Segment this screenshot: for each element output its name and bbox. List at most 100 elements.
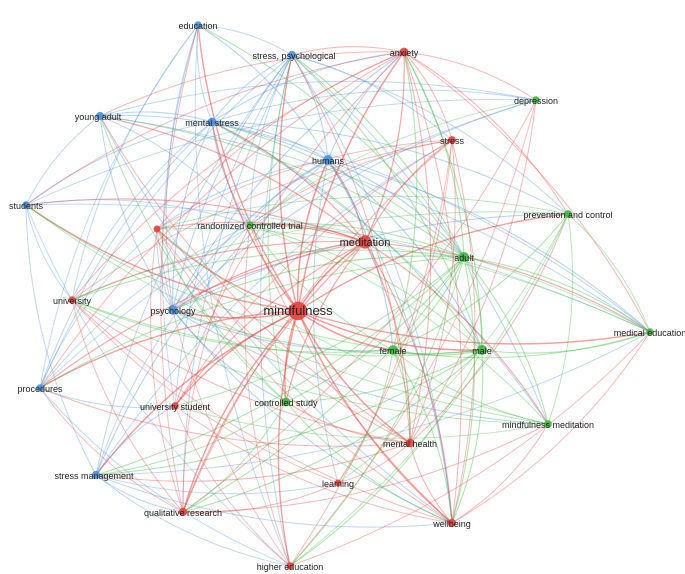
network-edge	[364, 139, 453, 243]
network-edge	[95, 349, 483, 476]
network-edge	[99, 114, 329, 161]
network-edge	[409, 442, 453, 524]
network-edge	[39, 387, 184, 513]
network-edge	[291, 54, 453, 524]
node-mm-meditation[interactable]	[544, 420, 552, 428]
node-qual-research[interactable]	[178, 507, 188, 517]
node-rct[interactable]	[246, 221, 254, 229]
node-young-adult[interactable]	[95, 111, 105, 121]
network-edge	[297, 213, 569, 312]
network-edge	[267, 54, 293, 403]
network-edge	[451, 331, 651, 524]
network-edge	[392, 349, 549, 425]
node-wellbeing[interactable]	[447, 518, 457, 528]
network-edge	[39, 99, 537, 389]
node-mental-health[interactable]	[405, 438, 415, 448]
node-male[interactable]	[477, 345, 487, 355]
network-edge	[172, 309, 394, 352]
label-stress: stress	[440, 136, 465, 146]
network-edge	[99, 115, 651, 333]
node-stress-psych[interactable]	[287, 50, 297, 60]
network-edge	[25, 204, 394, 351]
network-edge	[327, 159, 366, 243]
node-university[interactable]	[68, 296, 76, 304]
network-edge	[296, 159, 329, 312]
node-higher-ed[interactable]	[286, 562, 294, 570]
network-edge	[249, 159, 329, 226]
network-edge	[172, 99, 537, 311]
network-edge	[71, 299, 549, 425]
network-edge	[165, 24, 199, 311]
network-edge	[259, 54, 293, 567]
node-education[interactable]	[194, 21, 202, 29]
node-stress-mgmt[interactable]	[91, 470, 101, 480]
network-edge	[392, 349, 411, 444]
node-mental-stress[interactable]	[207, 117, 217, 127]
label-medical-ed: medical education	[614, 328, 685, 338]
network-edge	[172, 309, 549, 425]
network-edge	[174, 51, 405, 407]
network-edge	[337, 349, 394, 484]
network-edge	[25, 204, 97, 476]
network-edge	[249, 224, 483, 351]
node-procedures[interactable]	[36, 384, 44, 392]
node-univ-student[interactable]	[171, 402, 179, 410]
network-edge	[211, 121, 251, 226]
network-edge	[297, 51, 405, 312]
network-edge	[99, 115, 366, 243]
network-edge	[211, 51, 405, 123]
network-edge	[39, 241, 366, 389]
network-edge	[211, 54, 293, 123]
network-edge	[403, 51, 483, 351]
network-edge	[156, 228, 411, 444]
label-mental-health: mental health	[383, 439, 437, 449]
node-anxiety[interactable]	[399, 47, 409, 57]
label-anxiety: anxiety	[390, 48, 419, 58]
node-humans[interactable]	[323, 155, 333, 165]
network-edge	[392, 256, 465, 351]
node-prevention[interactable]	[564, 210, 572, 218]
network-edge	[409, 139, 456, 444]
node-medical-ed[interactable]	[646, 328, 654, 336]
network-edge	[463, 256, 483, 351]
network-edge	[71, 299, 394, 353]
network-edge	[71, 299, 339, 484]
network-edge	[327, 51, 405, 161]
network-edge	[99, 115, 453, 524]
network-edge	[25, 51, 405, 206]
network-edge	[392, 331, 651, 359]
network-edge	[71, 24, 199, 301]
node-learning[interactable]	[334, 479, 342, 487]
network-edge	[249, 139, 453, 226]
network-edge	[71, 299, 483, 357]
network-edge	[25, 203, 651, 333]
network-edge	[297, 310, 651, 345]
node-red-unlabeled[interactable]	[153, 225, 161, 233]
network-edge	[174, 405, 549, 439]
network-edge	[25, 199, 251, 226]
network-edge	[156, 228, 287, 403]
network-edge	[172, 309, 483, 355]
node-adult[interactable]	[459, 252, 469, 262]
network-edge	[327, 159, 651, 333]
node-mindfulness[interactable]	[288, 301, 308, 321]
network-edge	[297, 310, 453, 524]
node-meditation[interactable]	[358, 235, 372, 249]
network-edge	[403, 51, 569, 215]
network-edge	[71, 240, 366, 301]
network-edge	[451, 256, 476, 524]
node-psychology[interactable]	[168, 305, 178, 315]
network-edge	[291, 54, 483, 351]
network-edge	[392, 349, 483, 356]
network-edge	[156, 228, 174, 311]
network-edge	[277, 310, 299, 567]
node-controlled-study[interactable]	[281, 397, 291, 407]
network-edge	[71, 299, 453, 524]
node-female[interactable]	[388, 345, 398, 355]
node-stress[interactable]	[448, 136, 456, 144]
network-edge	[291, 54, 329, 161]
node-depression[interactable]	[532, 96, 540, 104]
network-edge	[99, 80, 537, 117]
node-students[interactable]	[22, 201, 30, 209]
network-edge	[337, 213, 569, 484]
